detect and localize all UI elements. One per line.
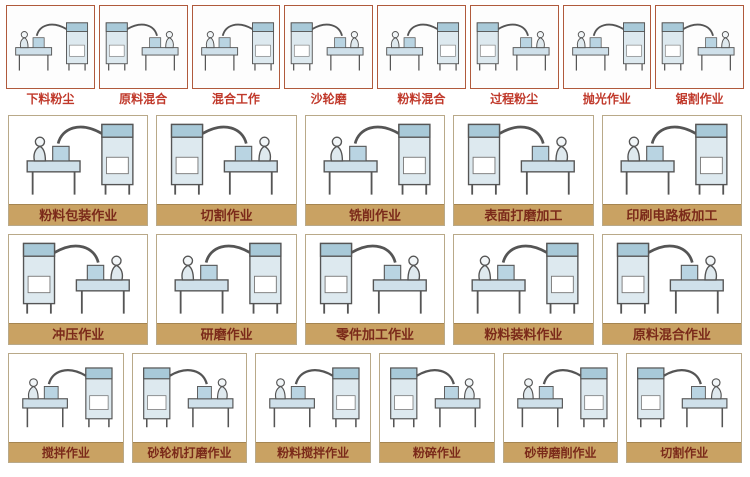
dust-collection-scene-icon [157, 235, 295, 323]
dust-collection-scene-icon [284, 5, 373, 89]
dust-collection-scene-icon [562, 5, 652, 89]
app-card-cutting-2: 切割作业 [626, 353, 743, 463]
app-thumb-polishing: 抛光作业 [562, 5, 652, 107]
app-thumb-label: 沙轮磨 [310, 92, 347, 106]
app-thumb-label: 混合工作 [211, 92, 260, 106]
app-card-label: 表面打磨加工 [454, 204, 593, 225]
dust-collection-scene-icon [504, 354, 618, 442]
app-card-belt-sanding: 砂带磨削作业 [502, 353, 619, 463]
dust-collection-scene-icon [256, 354, 370, 442]
dust-collection-scene-icon [9, 354, 123, 442]
app-thumb-label: 粉料混合 [397, 92, 446, 106]
dust-collection-scene-icon [377, 5, 466, 89]
dust-collection-scene-icon [98, 5, 188, 89]
dust-collection-scene-icon [6, 5, 95, 89]
app-card-label: 研磨作业 [157, 323, 296, 344]
app-thumb-label: 原料混合 [119, 92, 168, 106]
dust-collection-scene-icon [603, 235, 741, 323]
dust-collection-scene-icon [603, 116, 741, 204]
gallery-row-2: 冲压作业 研磨作业 零件加工作业 粉料装料作业 原料混合作业 [0, 226, 750, 345]
dust-collection-scene-icon [627, 354, 741, 442]
app-card-powder-loading: 粉料装料作业 [453, 234, 594, 345]
dust-collection-scene-icon [469, 5, 559, 89]
top-thumbnail-row: 下料粉尘 原料混合 混合工作 沙轮磨 粉料混合 过程粉尘 抛光作业 锯割作业 [0, 0, 750, 107]
dust-collection-scene-icon [9, 235, 147, 323]
app-card-cutting: 切割作业 [156, 115, 297, 226]
app-card-powder-packaging: 粉料包装作业 [8, 115, 149, 226]
app-thumb-label: 抛光作业 [582, 92, 631, 106]
app-card-surface-grinding: 表面打磨加工 [453, 115, 594, 226]
app-card-raw-material-mixing: 原料混合作业 [601, 234, 743, 345]
app-card-label: 切割作业 [627, 442, 742, 462]
app-card-label: 粉料装料作业 [454, 323, 593, 344]
app-card-label: 零件加工作业 [305, 323, 445, 344]
app-card-powder-stirring: 粉料搅拌作业 [255, 353, 372, 463]
app-card-crushing: 粉碎作业 [379, 353, 495, 463]
app-card-label: 原料混合作业 [602, 323, 742, 344]
gallery-row-3: 搅拌作业 砂轮机打磨作业 粉料搅拌作业 粉碎作业 砂带磨削作业 切割作业 [0, 345, 750, 463]
app-card-stirring: 搅拌作业 [8, 353, 124, 463]
app-card-stamping: 冲压作业 [8, 234, 149, 345]
app-card-label: 搅拌作业 [9, 442, 123, 462]
dust-collection-scene-icon [454, 235, 592, 323]
applications-gallery: 下料粉尘 原料混合 混合工作 沙轮磨 粉料混合 过程粉尘 抛光作业 锯割作业 [0, 0, 750, 463]
dust-collection-scene-icon [306, 235, 444, 323]
app-card-grinding: 研磨作业 [156, 234, 297, 345]
app-card-label: 砂轮机打磨作业 [132, 442, 247, 462]
app-card-label: 粉碎作业 [380, 442, 494, 462]
app-card-bench-grinder: 砂轮机打磨作业 [131, 353, 248, 463]
app-card-label: 砂带磨削作业 [503, 442, 618, 462]
gallery-row-1: 粉料包装作业 切割作业 铣削作业 表面打磨加工 印刷电路板加工 [0, 107, 750, 226]
app-card-label: 印刷电路板加工 [602, 204, 742, 225]
dust-collection-scene-icon [454, 116, 592, 204]
dust-collection-scene-icon [380, 354, 494, 442]
app-thumb-label: 锯割作业 [675, 92, 724, 106]
app-card-label: 铣削作业 [305, 204, 445, 225]
app-card-label: 冲压作业 [9, 323, 148, 344]
app-card-parts-processing: 零件加工作业 [304, 234, 446, 345]
app-thumb-label: 过程粉尘 [490, 92, 539, 106]
dust-collection-scene-icon [191, 5, 281, 89]
app-thumb-raw-material-mixing: 原料混合 [98, 5, 188, 107]
dust-collection-scene-icon [306, 116, 444, 204]
app-thumb-unloading-dust: 下料粉尘 [6, 5, 95, 107]
app-thumb-label: 下料粉尘 [26, 92, 75, 106]
app-card-pcb-processing: 印刷电路板加工 [601, 115, 743, 226]
app-card-label: 粉料搅拌作业 [256, 442, 371, 462]
app-thumb-powder-mixing: 粉料混合 [377, 5, 466, 107]
app-thumb-grinding-wheel: 沙轮磨 [284, 5, 373, 107]
app-thumb-sawing: 锯割作业 [655, 5, 744, 107]
dust-collection-scene-icon [9, 116, 147, 204]
dust-collection-scene-icon [157, 116, 295, 204]
app-card-label: 粉料包装作业 [9, 204, 148, 225]
dust-collection-scene-icon [133, 354, 247, 442]
app-thumb-mixing-work: 混合工作 [191, 5, 281, 107]
dust-collection-scene-icon [655, 5, 744, 89]
app-thumb-process-dust: 过程粉尘 [469, 5, 559, 107]
app-card-label: 切割作业 [157, 204, 296, 225]
app-card-milling: 铣削作业 [304, 115, 446, 226]
